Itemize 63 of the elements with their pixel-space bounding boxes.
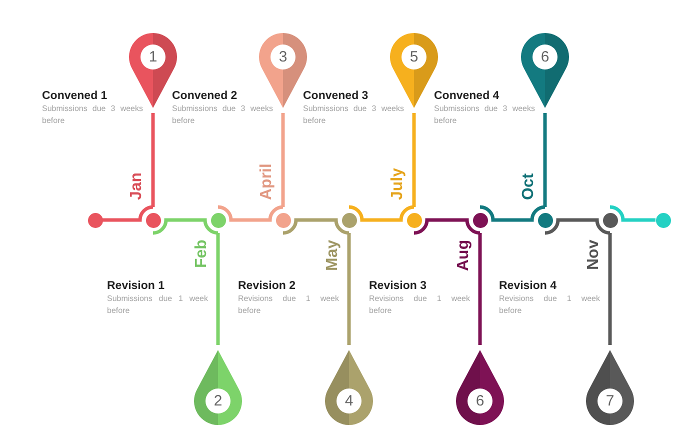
- timeline-line: [152, 218, 218, 235]
- milestone-description: Submissions due 3 weeks before: [172, 103, 273, 127]
- milestone-description: Revisions due 1 week before: [369, 293, 470, 317]
- connector-line: [216, 233, 220, 345]
- timeline-line: [282, 218, 350, 235]
- pin-number: 1: [148, 50, 158, 64]
- timeline-dot: [88, 212, 102, 228]
- month-label: April: [258, 164, 276, 200]
- milestone-title: Convened 3: [303, 89, 368, 103]
- month-label: May: [324, 240, 342, 271]
- pin-number: 4: [344, 394, 354, 408]
- map-pin: [456, 350, 504, 425]
- timeline-dot: [472, 212, 488, 228]
- connector-line: [281, 113, 285, 207]
- timeline-line: [544, 218, 610, 235]
- month-label: Oct: [520, 173, 538, 200]
- timeline-dot: [406, 212, 422, 228]
- pin-number: 6: [476, 394, 484, 408]
- pin-number: 5: [410, 50, 418, 64]
- timeline-line: [610, 205, 656, 222]
- month-label: Feb: [193, 240, 211, 268]
- map-pin: [194, 350, 242, 425]
- connector-line: [478, 233, 482, 345]
- milestone-title: Revision 1: [107, 279, 165, 293]
- timeline-line: [348, 205, 414, 222]
- milestone-title: Revision 3: [369, 279, 427, 293]
- milestone-description: Submissions due 3 weeks before: [42, 103, 143, 127]
- month-label: Jan: [128, 172, 146, 200]
- milestone-title: Convened 4: [434, 89, 500, 103]
- pin-number: 3: [278, 50, 288, 64]
- timeline-dot: [210, 212, 226, 228]
- milestone-description: Revisions due 1 week before: [499, 293, 600, 317]
- connector-line: [347, 233, 351, 345]
- timeline-dot: [146, 212, 160, 228]
- month-label: Nov: [585, 240, 603, 270]
- pin-number: 7: [606, 394, 614, 408]
- milestone-description: Submissions due 3 weeks before: [303, 103, 404, 127]
- month-label: July: [389, 168, 407, 200]
- timeline-line: [102, 205, 154, 222]
- connector-line: [543, 113, 547, 207]
- milestone-description: Revisions due 1 week before: [238, 293, 339, 317]
- milestone-title: Convened 2: [172, 89, 238, 103]
- timeline-line: [218, 205, 284, 222]
- pin-number: 2: [214, 394, 222, 408]
- connector-line: [151, 113, 155, 207]
- milestone-title: Convened 1: [42, 89, 108, 103]
- timeline-line: [480, 205, 546, 222]
- timeline-dot: [342, 212, 356, 228]
- month-label: Aug: [455, 240, 473, 271]
- timeline-dot: [538, 212, 552, 228]
- timeline-dot: [656, 212, 670, 228]
- milestone-title: Revision 4: [499, 279, 557, 293]
- connector-line: [608, 233, 612, 345]
- map-pin: [325, 350, 373, 425]
- timeline-dot: [602, 212, 618, 228]
- connector-line: [412, 113, 416, 207]
- timeline-dot: [276, 212, 290, 228]
- milestone-description: Submissions due 1 week before: [107, 293, 208, 317]
- map-pin: [586, 350, 634, 425]
- milestone-description: Submissions due 3 weeks before: [434, 103, 535, 127]
- pin-number: 6: [540, 50, 550, 64]
- timeline-line: [414, 218, 480, 235]
- milestone-title: Revision 2: [238, 279, 296, 293]
